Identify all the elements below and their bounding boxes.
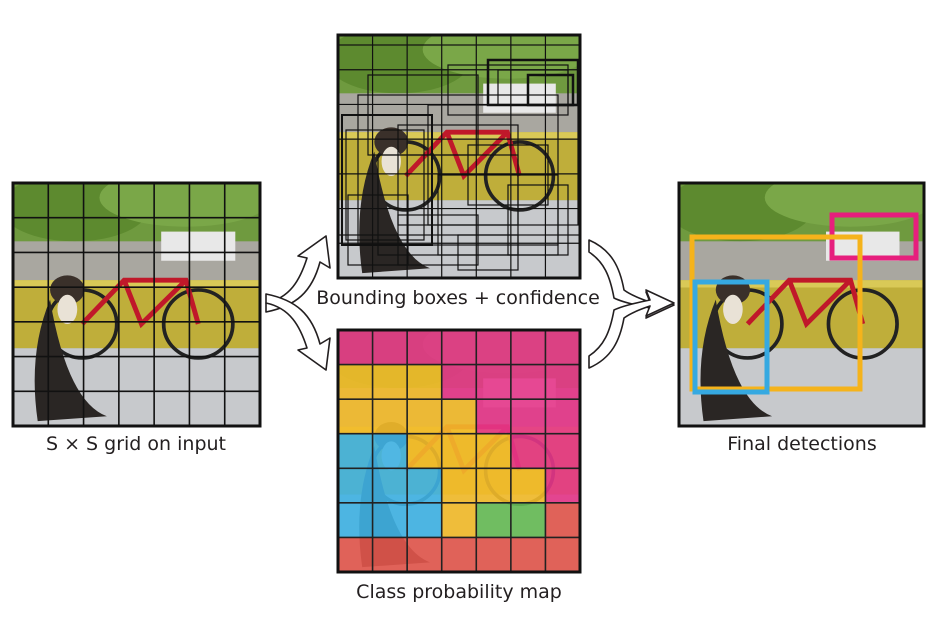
input-grid [13,183,260,426]
detection-box-dog [692,279,770,395]
boxes-frame [336,33,582,280]
caption-boxes: Bounding boxes + confidence [316,287,600,309]
classmap-grid [338,330,580,572]
class-cell-yellow [338,364,373,400]
final-detections-panel [677,181,926,428]
class-cell-yellow [372,399,408,434]
detection-box-bicycle [689,234,863,392]
class-cell-red [510,537,546,572]
class-cell-pink [545,364,580,400]
final-frame [677,181,926,428]
class-cell-yellow [407,399,442,434]
class-cell-pink [338,330,373,365]
class-cell-red [372,537,408,572]
class-cell-yellow [510,468,546,503]
class-cell-blue [338,433,373,469]
class-cell-pink [372,330,408,365]
class-cell-yellow [476,468,511,503]
class-cell-yellow [441,399,477,434]
caption-input: S × S grid on input [46,433,226,455]
class-cell-pink [476,330,511,365]
class-cell-blue [372,433,408,469]
merge-arrow [588,239,675,369]
class-cell-red [545,537,580,572]
class-cell-red [338,537,373,572]
split-arrow [265,235,331,371]
arrow-down-left [265,293,331,371]
class-cell-blue [407,502,442,538]
bounding-boxes-panel [336,33,582,280]
class-cell-pink [545,330,580,365]
classmap-frame [336,328,582,574]
class-cell-yellow [441,502,477,538]
class-cell-green [476,502,511,538]
class-cell-yellow [372,364,408,400]
class-cell-yellow [441,433,477,469]
class-cell-red [476,537,511,572]
class-cell-blue [338,502,373,538]
class-cell-pink [407,330,442,365]
caption-final: Final detections [727,433,876,455]
class-cell-pink [510,364,546,400]
classmap-cells [338,330,580,572]
class-cell-pink [545,399,580,434]
class-cell-pink [545,433,580,469]
class-cell-pink [510,330,546,365]
class-probability-panel [336,328,582,574]
class-cell-yellow [476,433,511,469]
class-cell-yellow [338,399,373,434]
class-cell-blue [407,468,442,503]
class-cell-pink [441,330,477,365]
class-cell-pink [510,433,546,469]
class-cell-pink [476,399,511,434]
class-cell-yellow [441,468,477,503]
class-cell-pink [510,399,546,434]
class-cell-pink [441,364,477,400]
arrow-from-classmap [588,289,675,369]
class-cell-red [407,537,442,572]
class-cell-red [441,537,477,572]
class-cell-blue [372,502,408,538]
class-cell-pink [476,364,511,400]
input-frame [11,181,262,428]
class-cell-pink [545,468,580,503]
class-cell-green [510,502,546,538]
class-cell-yellow [407,364,442,400]
class-cell-blue [338,468,373,503]
class-cell-yellow [407,433,442,469]
class-cell-red [545,502,580,538]
candidate-boxes [337,44,581,271]
input-image-panel [1,168,273,428]
class-cell-blue [372,468,408,503]
input-photo [1,168,273,426]
caption-classmap: Class probability map [356,581,562,603]
